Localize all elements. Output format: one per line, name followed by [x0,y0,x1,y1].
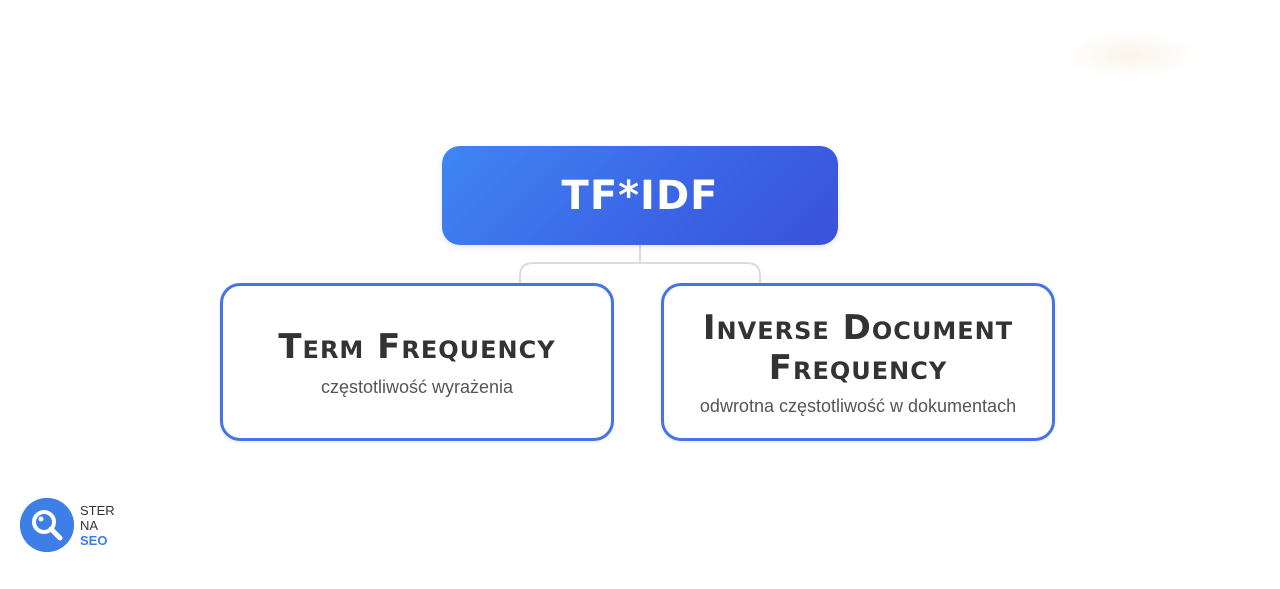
connector-branch [519,262,761,283]
child-node-title: Term Frequency [278,326,556,367]
brand-logo-text: STER NA SEO [80,503,115,548]
brand-line-1: STER [80,502,115,518]
child-node-title-line2: Frequency [768,347,948,388]
brand-line-2: NA [80,517,99,533]
root-node-label: TF*IDF [561,172,719,219]
child-node-term-frequency: Term Frequency częstotliwość wyrażenia [220,283,614,441]
brand-line-3: SEO [80,532,108,548]
child-node-subtitle: odwrotna częstotliwość w dokumentach [699,395,1017,416]
brand-logo: STER NA SEO [20,498,115,552]
child-node-subtitle: częstotliwość wyrażenia [320,376,514,397]
child-node-title-line1: Inverse Document [702,307,1014,348]
child-node-inverse-document-frequency: Inverse Document Frequency odwrotna częs… [661,283,1055,441]
magnifier-icon [20,498,74,552]
background-blur [1060,30,1200,80]
root-node-tfidf: TF*IDF [442,146,838,245]
